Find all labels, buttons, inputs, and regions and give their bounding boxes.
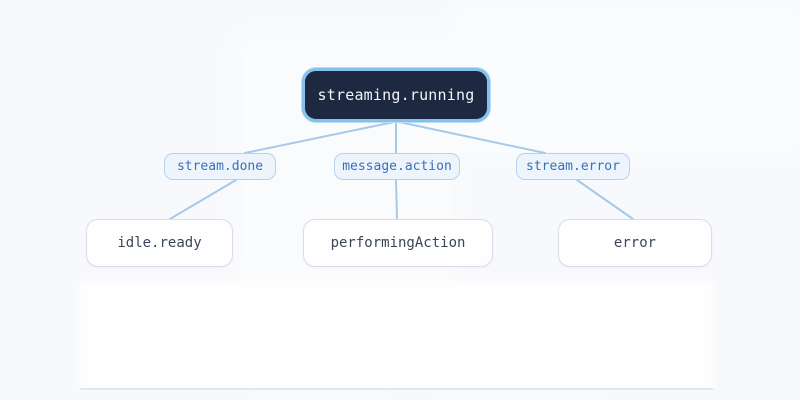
state-label: idle.ready [117,235,202,251]
state-node-streaming-running[interactable]: streaming.running [302,68,490,122]
divider-line [80,388,713,390]
event-label-message-action[interactable]: message.action [334,153,460,180]
edge-root-to-stream-error [398,121,546,154]
state-node-idle-ready[interactable]: idle.ready [86,219,233,267]
event-label-stream-done[interactable]: stream.done [164,153,276,180]
event-label-text: stream.error [526,159,620,174]
edge-root-to-stream-done [244,121,395,154]
edge-stream-error-to-error [576,179,634,220]
state-node-performing-action[interactable]: performingAction [303,219,493,267]
event-label-stream-error[interactable]: stream.error [516,153,630,180]
state-label: performingAction [330,235,466,251]
state-node-error[interactable]: error [558,219,712,267]
edge-stream-done-to-idle-ready [169,179,237,220]
state-label: streaming.running [317,86,475,104]
event-label-text: message.action [342,159,452,174]
state-label: error [613,235,657,251]
event-label-text: stream.done [176,159,264,174]
edge-message-action-to-performing-action [395,179,398,220]
